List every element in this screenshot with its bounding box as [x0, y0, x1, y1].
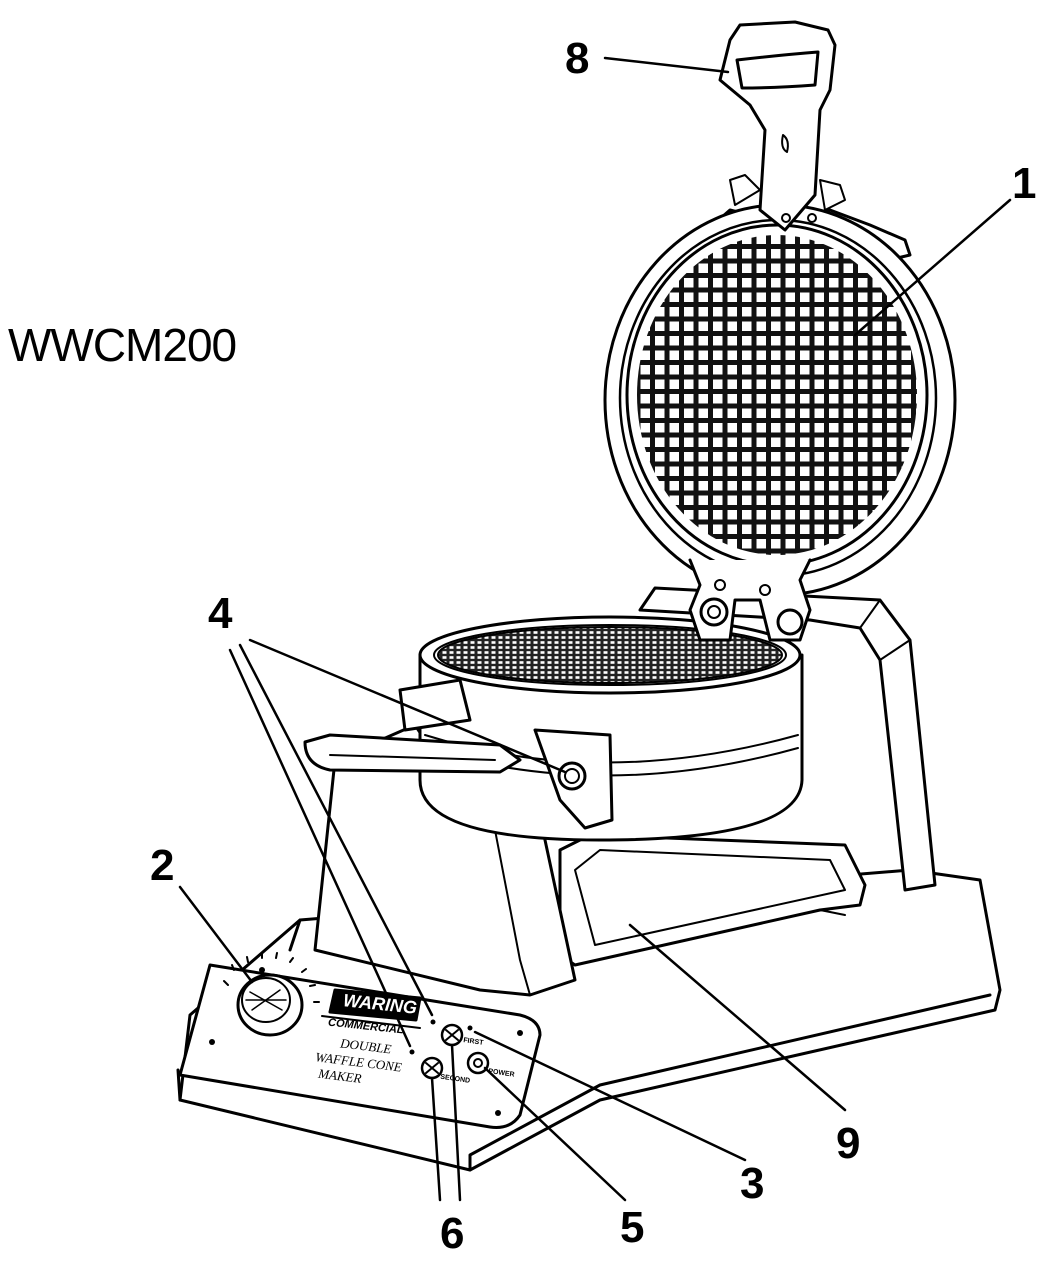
label-second: SECOND — [440, 1074, 471, 1085]
product-line-1: DOUBLE — [338, 1035, 392, 1056]
indicator-light-side — [557, 761, 587, 791]
label-power: POWER — [488, 1068, 515, 1079]
temperature-dial — [223, 952, 320, 1037]
model-label: WWCM200 — [8, 319, 237, 371]
callout-4: 4 — [208, 589, 233, 638]
callout-5: 5 — [620, 1203, 644, 1252]
leader-3 — [473, 1030, 747, 1162]
callout-1: 1 — [1012, 159, 1036, 208]
leader-6a — [430, 1076, 442, 1202]
product-line-3: MAKER — [316, 1066, 362, 1086]
callout-numbers: 1 2 3 4 5 6 8 9 — [150, 34, 1036, 1258]
leader-4a — [248, 638, 567, 774]
leader-9 — [628, 923, 847, 1112]
label-first: FIRST — [463, 1037, 485, 1047]
callout-8: 8 — [565, 34, 589, 83]
leader-4b — [238, 643, 434, 1017]
callout-6: 6 — [440, 1209, 464, 1258]
callout-9: 9 — [836, 1119, 860, 1168]
callout-2: 2 — [150, 841, 174, 890]
leader-2 — [178, 885, 254, 984]
leader-8 — [603, 56, 730, 74]
top-handle — [718, 20, 846, 232]
control-switches — [409, 1019, 490, 1080]
callout-3: 3 — [740, 1159, 764, 1208]
leader-1 — [853, 198, 1012, 337]
leader-lines — [178, 56, 1012, 1202]
hinge-assembly — [688, 558, 812, 642]
brand-plaque — [321, 988, 422, 1029]
leader-4c — [228, 648, 412, 1048]
leader-6b — [450, 1043, 462, 1202]
leader-5 — [483, 1066, 627, 1202]
